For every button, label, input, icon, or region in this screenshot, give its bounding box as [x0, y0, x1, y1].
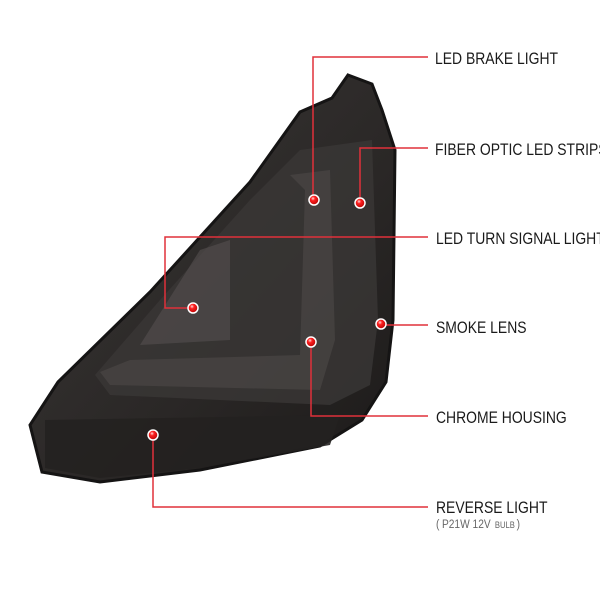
taillight-image — [28, 73, 397, 484]
dot-fiber — [354, 197, 366, 209]
label-reverse-light: REVERSE LIGHT — [436, 499, 548, 518]
dot-chrome — [305, 336, 317, 348]
callout-dots — [147, 194, 387, 441]
callout-labels: LED BRAKE LIGHT FIBER OPTIC LED STRIPS L… — [435, 50, 600, 531]
dot-reverse — [147, 429, 159, 441]
dot-smoke — [375, 318, 387, 330]
dot-brake — [308, 194, 320, 206]
dot-turn — [187, 302, 199, 314]
leader-lines — [152, 56, 428, 508]
label-fiber-optic-led-strips: FIBER OPTIC LED STRIPS — [435, 141, 600, 160]
label-chrome-housing: CHROME HOUSING — [436, 409, 567, 428]
label-led-turn-signal-light: LED TURN SIGNAL LIGHT — [436, 230, 600, 249]
label-smoke-lens: SMOKE LENS — [436, 319, 527, 338]
label-led-brake-light: LED BRAKE LIGHT — [435, 50, 559, 69]
